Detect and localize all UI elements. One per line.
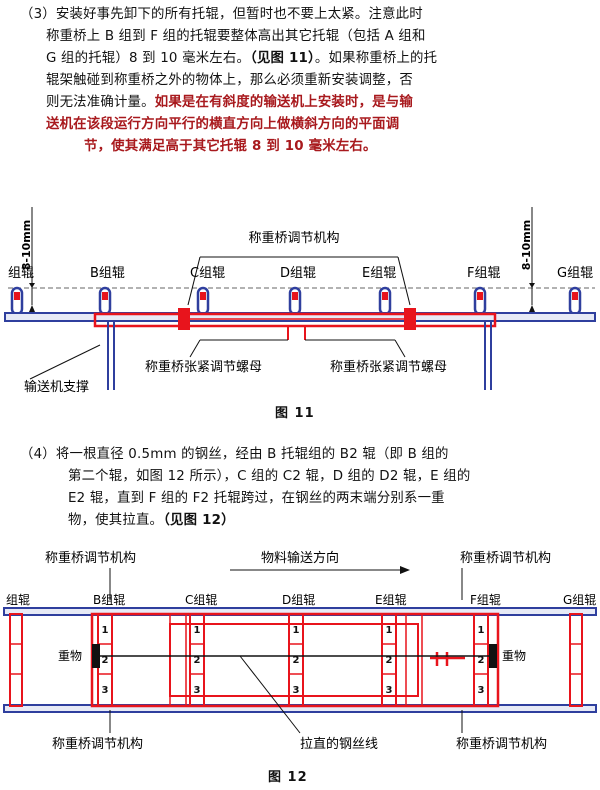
c-num-1: 1 [194,625,201,636]
fig12-bottom-left: 称重桥调节机构 [52,736,143,752]
p3-line3a: G 组的托辊）8 到 10 毫米左右。 [46,51,251,66]
p3-line5b: 如果是在有斜度的输送机上安装时，是与输 [154,95,413,110]
fig12-wire-label: 拉直的钢丝线 [300,736,378,752]
fig11-label-e: E组辊 [362,266,396,281]
p3-line5a: 则无法准确计量。 [46,95,155,110]
p4-line2: 第二个辊，如图 12 所示），C 组的 C2 辊，D 组的 D2 辊，E 组的 [68,469,471,484]
fig12-label-g: G组辊 [563,593,596,607]
roller-e [378,286,392,316]
b-num-1: 1 [102,625,109,636]
fig12-label-b: B组辊 [93,593,125,607]
fig12-label-c: C组辊 [185,593,217,607]
fig12-label-a: 组辊 [6,593,30,607]
fig12-weight-right: 重物 [502,649,526,663]
p3-line2: 称重桥上 B 组到 F 组的托辊要整体高出其它托辊（包括 A 组和 [46,29,426,44]
roller-a [10,286,24,316]
f-num-2: 2 [478,655,485,666]
fig11-caption: 图 11 [275,406,315,421]
fig11-nut-right: 称重桥张紧调节螺母 [330,359,447,375]
fig11-rollers [10,286,582,316]
weight-left-block [92,644,100,668]
p4-line1: （4）将一根直径 0.5mm 的钢丝，经由 B 托辊组的 B2 辊（即 B 组的 [20,447,449,462]
fig12-label-d: D组辊 [282,593,315,607]
p3-line7: 节，使其满足高于其它托辊 8 到 10 毫米左右。 [84,139,377,154]
dim-label-left: 8-10mm [20,220,33,270]
roller-frame-g [569,613,583,707]
weight-right-block [489,644,497,668]
fig12-top-right: 称重桥调节机构 [460,550,551,566]
p3-line6: 送机在该段运行方向平行的横直方向上做横斜方向的平面调 [46,117,400,132]
fig12-direction: 物料输送方向 [261,550,339,566]
fig12-label-f: F组辊 [470,593,501,607]
fig11-support-label: 输送机支撑 [24,379,89,395]
e-num-3: 3 [386,685,393,696]
fig11-label-c: C组辊 [190,266,225,281]
p4-line3: E2 辊，直到 F 组的 F2 托辊跨过，在钢丝的两末端分别系一重 [68,491,445,506]
fig11-label-b: B组辊 [90,266,125,281]
f-num-1: 1 [478,625,485,636]
roller-frame-f [473,613,489,707]
e-num-2: 2 [386,655,393,666]
f-num-3: 3 [478,685,485,696]
fig11-top-label: 称重桥调节机构 [248,230,339,246]
p3-line4: 辊架触碰到称重桥之外的物体上，那么必须重新安装调整，否 [46,73,413,88]
fig12-label-e: E组辊 [375,593,407,607]
fig12-top-left: 称重桥调节机构 [45,550,136,566]
paragraph-4: （4）将一根直径 0.5mm 的钢丝，经由 B 托辊组的 B2 辊（即 B 组的… [20,444,585,532]
p4-line4a: 物，使其拉直。 [68,513,164,528]
b-num-2: 2 [102,655,109,666]
e-num-1: 1 [386,625,393,636]
d-num-3: 3 [293,685,300,696]
roller-f [473,286,487,316]
p3-line1: （3）安装好事先卸下的所有托辊，但暂时也不要上太紧。注意此时 [20,7,423,22]
c-num-3: 3 [194,685,201,696]
roller-frame-a [9,613,23,707]
roller-frame-c [189,613,205,707]
p3-line3c: 。如果称重桥上的托 [314,51,438,66]
p4-line4: 物，使其拉直。（见图 12） [20,510,585,532]
fig12-weight-left: 重物 [58,649,82,663]
roller-g [568,286,582,316]
fig12-bottom-right: 称重桥调节机构 [456,736,547,752]
b-num-3: 3 [102,685,109,696]
d-num-1: 1 [293,625,300,636]
paragraph-3: （3）安装好事先卸下的所有托辊，但暂时也不要上太紧。注意此时 称重桥上 B 组到… [20,4,585,158]
fig12-roller-frames [9,613,583,707]
p3-figref: （见图 11） [250,51,315,66]
c-num-2: 2 [194,655,201,666]
roller-d [288,286,302,316]
weighing-bridge [93,312,497,328]
roller-frame-d [288,613,304,707]
adjust-block-right [404,308,416,330]
fig12-caption: 图 12 [268,770,308,785]
figure-12: 称重桥调节机构 物料输送方向 称重桥调节机构 组辊 B组辊 C组辊 D组辊 E组… [3,550,597,752]
fig11-label-f: F组辊 [467,266,500,281]
roller-frame-e [381,613,397,707]
roller-b [98,286,112,316]
fig11-label-g: G组辊 [557,266,593,281]
p3-line3: G 组的托辊）8 到 10 毫米左右。（见图 11）。如果称重桥上的托 [20,48,585,70]
p3-line5: 则无法准确计量。如果是在有斜度的输送机上安装时，是与输 [20,92,585,114]
fig11-label-a: 组辊 [8,266,34,281]
dim-label-right: 8-10mm [520,220,533,270]
p4-figref: （见图 12） [163,513,235,528]
fig11-nut-left: 称重桥张紧调节螺母 [145,359,262,375]
figure-11: 8-10mm 8-10mm 称重桥调节机构 组辊 B组辊 C组辊 D组辊 E组辊… [4,207,596,395]
roller-c [196,286,210,316]
d-num-2: 2 [293,655,300,666]
adjust-block-left [178,308,190,330]
fig11-label-d: D组辊 [280,266,316,281]
